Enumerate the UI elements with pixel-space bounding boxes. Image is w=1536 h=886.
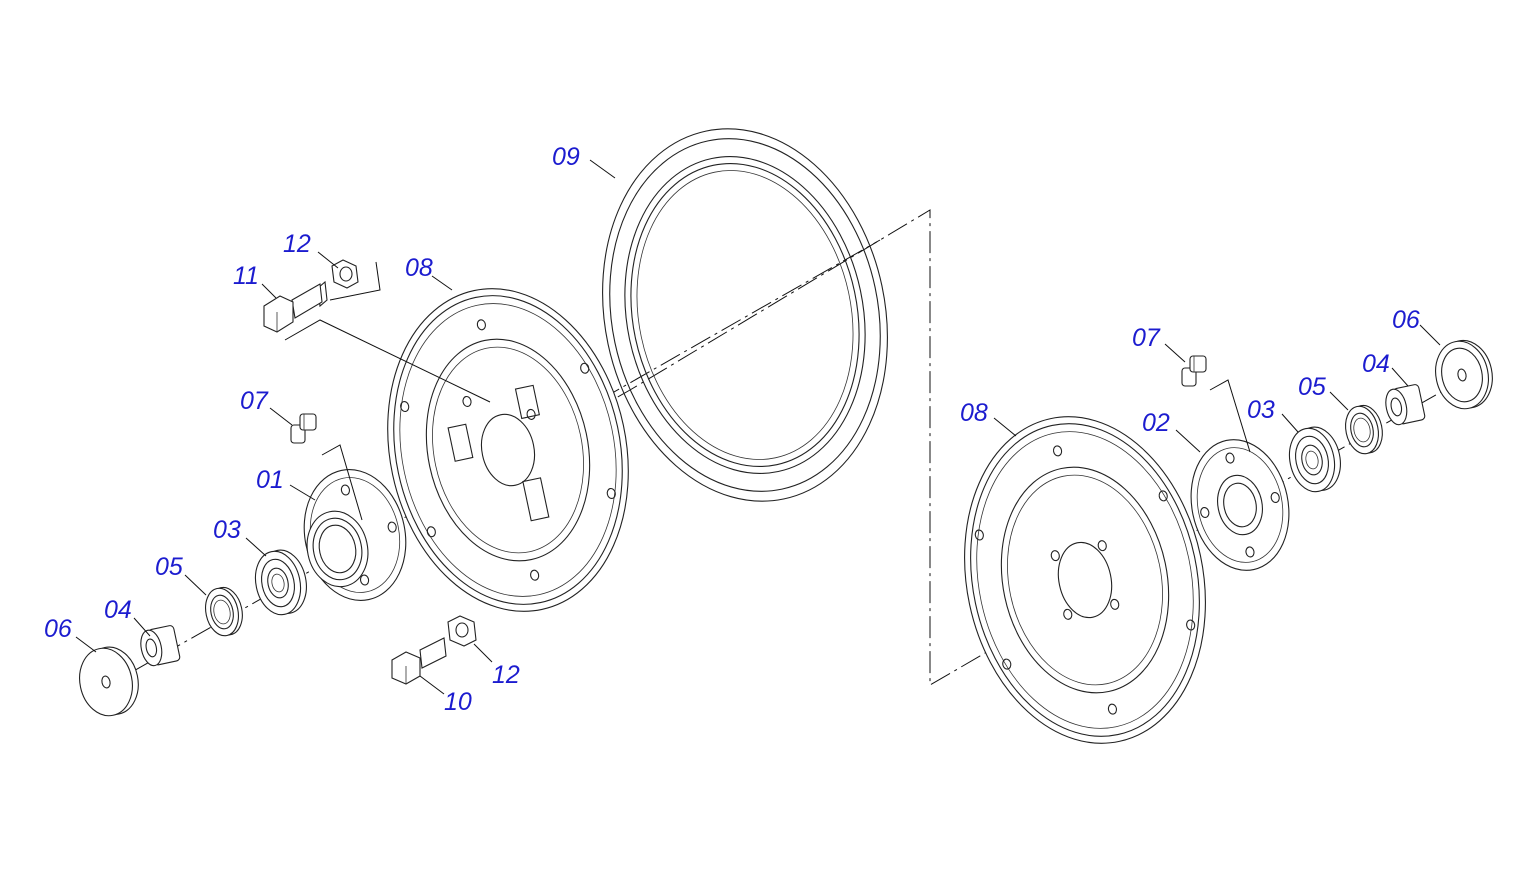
part-01-hub (303, 469, 407, 601)
label-part-02: 02 (1142, 409, 1170, 437)
part-10-bolt (391, 637, 447, 685)
label-part-11: 11 (233, 262, 259, 290)
part-12-nut-top (331, 259, 359, 289)
label-part-09-ring: 09 (552, 143, 580, 171)
label-part-07-left: 07 (240, 387, 269, 415)
label-part-05-left: 05 (155, 553, 183, 581)
label-part-06-right: 06 (1392, 306, 1420, 334)
label-part-01: 01 (256, 466, 284, 494)
part-05-seal-left (205, 586, 243, 637)
part-08-right-flange (964, 416, 1206, 744)
part-labels: 09 12 11 08 07 01 03 05 04 06 12 10 07 0… (44, 143, 1420, 716)
label-part-06-left: 06 (44, 615, 72, 643)
label-part-03-right: 03 (1247, 396, 1275, 424)
part-04-sleeve-right (1385, 384, 1426, 426)
part-07-fitting-left (290, 413, 317, 444)
part-11-bolt (263, 280, 328, 333)
label-part-04-left: 04 (104, 596, 132, 624)
label-part-08-left: 08 (405, 254, 433, 282)
part-12-nut-bottom (447, 615, 477, 647)
label-part-07-right: 07 (1132, 324, 1161, 352)
part-03-bearing-left (254, 549, 307, 616)
part-05-seal-right (1345, 404, 1383, 455)
label-part-12-bottom: 12 (492, 661, 520, 689)
label-part-12-top: 12 (283, 230, 311, 258)
part-04-sleeve-left (140, 625, 181, 667)
label-part-10: 10 (444, 688, 472, 716)
label-part-03-left: 03 (213, 516, 241, 544)
part-08-left-flange (387, 288, 629, 612)
leader-lines (75, 159, 1441, 695)
label-part-04-right: 04 (1362, 350, 1390, 378)
part-06-cap-right (1435, 339, 1493, 410)
label-part-08-right: 08 (960, 399, 988, 427)
part-03-bearing-right (1288, 426, 1341, 493)
part-07-fitting-right (1181, 355, 1207, 387)
part-02-hub (1190, 439, 1290, 571)
label-part-05-right: 05 (1298, 373, 1326, 401)
part-09-ring (602, 128, 888, 502)
center-lines (99, 209, 1481, 691)
part-06-cap-left (79, 646, 139, 717)
